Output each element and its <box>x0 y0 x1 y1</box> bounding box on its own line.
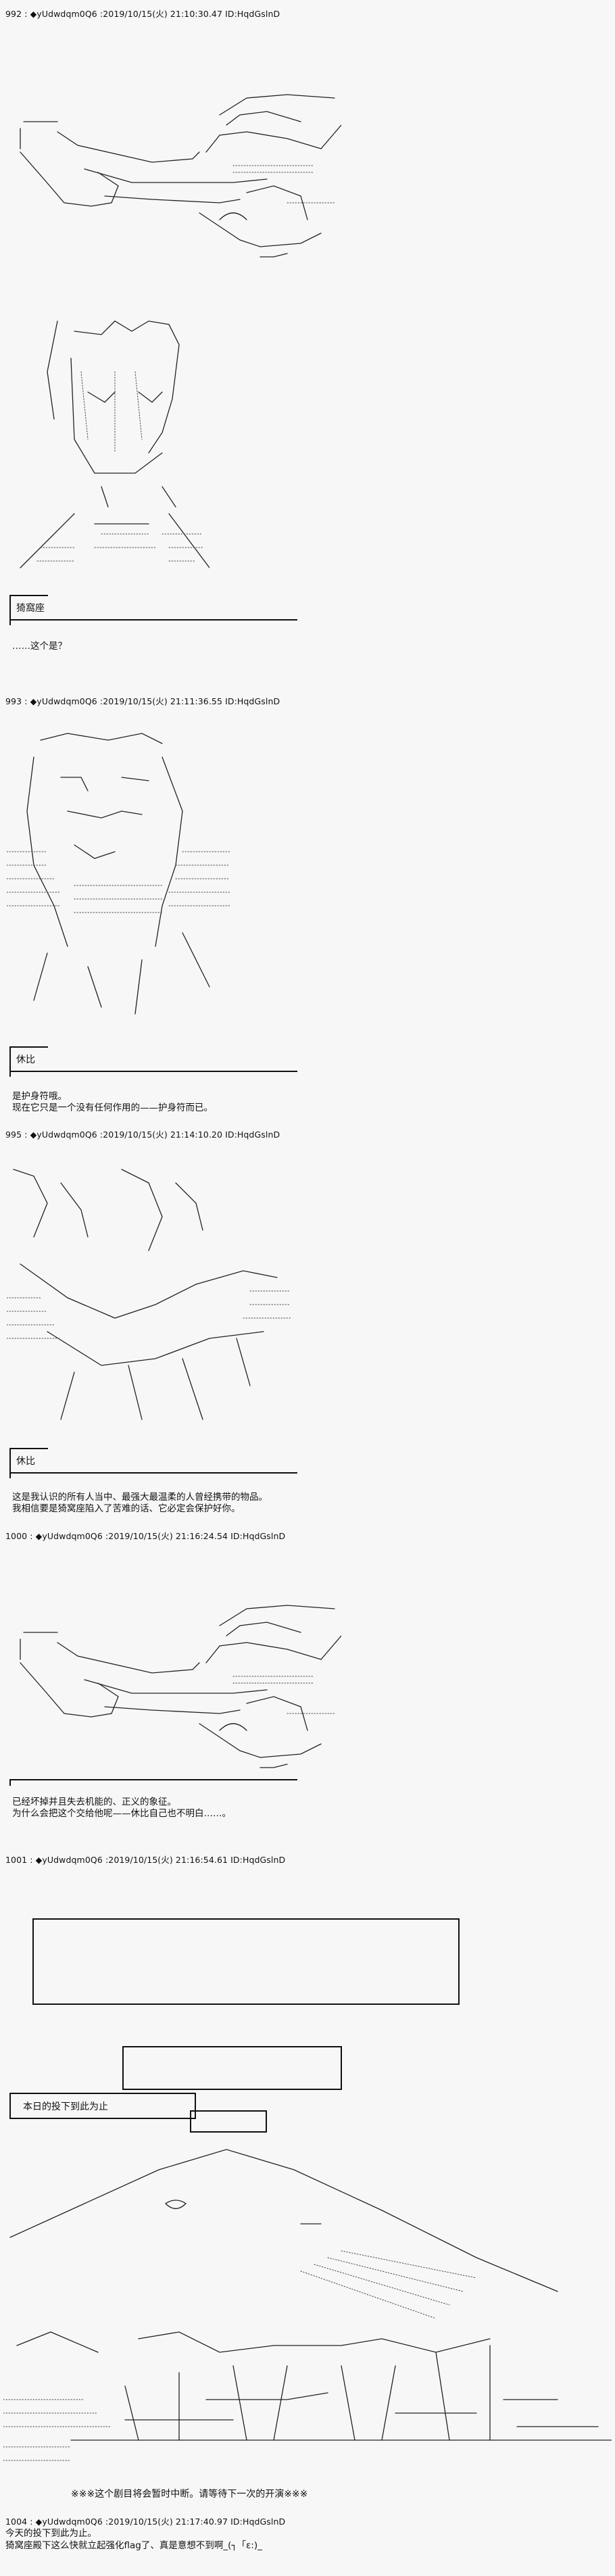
post-text: 已经坏掉并且失去机能的、正义的象征。 <box>12 1797 176 1807</box>
ascii-art-hooded-figure <box>7 730 230 1021</box>
speaker-name: 猗窩座 <box>16 603 45 614</box>
closing-label-box: 本日的投下到此为止 <box>9 2093 196 2119</box>
post-header: 992 : ◆yUdwdqm0Q6 :2019/10/15(火) 21:10:3… <box>5 9 280 19</box>
post-header: 1004 : ◆yUdwdqm0Q6 :2019/10/15(火) 21:17:… <box>5 2517 286 2527</box>
speaker-name: 休比 <box>16 1456 35 1467</box>
post-header: 995 : ◆yUdwdqm0Q6 :2019/10/15(火) 21:14:1… <box>5 1129 280 1140</box>
post-header: 1001 : ◆yUdwdqm0Q6 :2019/10/15(火) 21:16:… <box>5 1855 286 1865</box>
ascii-art-character-portrait <box>7 318 210 581</box>
post-text: 这是我认识的所有人当中、最强大最温柔的人曾经携带的物品。 <box>12 1492 268 1503</box>
post-header: 1000 : ◆yUdwdqm0Q6 :2019/10/15(火) 21:16:… <box>5 1531 286 1541</box>
post-text: 我相信要是猗窝座陷入了苦难的话、它必定会保护好你。 <box>12 1503 241 1514</box>
ascii-art-hand-holding-object <box>17 84 341 267</box>
ascii-art-hand-holding-object <box>17 1595 341 1778</box>
speaker-name-box: 猗窩座 <box>9 595 300 629</box>
speaker-name-box: 休比 <box>9 1448 300 1482</box>
ascii-art-two-figures <box>7 1163 291 1426</box>
ascii-art-stage-scene <box>3 2143 612 2474</box>
post-text: 现在它只是一个没有任何作用的——护身符而已。 <box>12 1102 213 1113</box>
intermission-notice: ※※※这个剧目将会暂时中断。请等待下一次的开演※※※ <box>71 2489 308 2500</box>
empty-frame-large <box>32 1918 460 2005</box>
speaker-name-box: 休比 <box>9 1046 300 1080</box>
empty-frame-small <box>190 2110 267 2133</box>
post-text: ……这个是？ <box>12 641 67 652</box>
empty-frame-medium <box>122 2046 342 2090</box>
post-text: 今天的投下到此为止。 <box>5 2528 97 2539</box>
post-text: 猗窝座殿下这么快就立起强化flag了、真是意想不到啊_(┐「ε:)_ <box>5 2540 262 2551</box>
post-header: 993 : ◆yUdwdqm0Q6 :2019/10/15(火) 21:11:3… <box>5 696 280 706</box>
post-text: 为什么会把这个交给他呢——休比自己也不明白……。 <box>12 1808 231 1819</box>
closing-label: 本日的投下到此为止 <box>23 2101 108 2112</box>
speaker-name: 休比 <box>16 1054 35 1065</box>
divider-line <box>9 1779 300 1786</box>
post-text: 是护身符哦。 <box>12 1091 67 1102</box>
